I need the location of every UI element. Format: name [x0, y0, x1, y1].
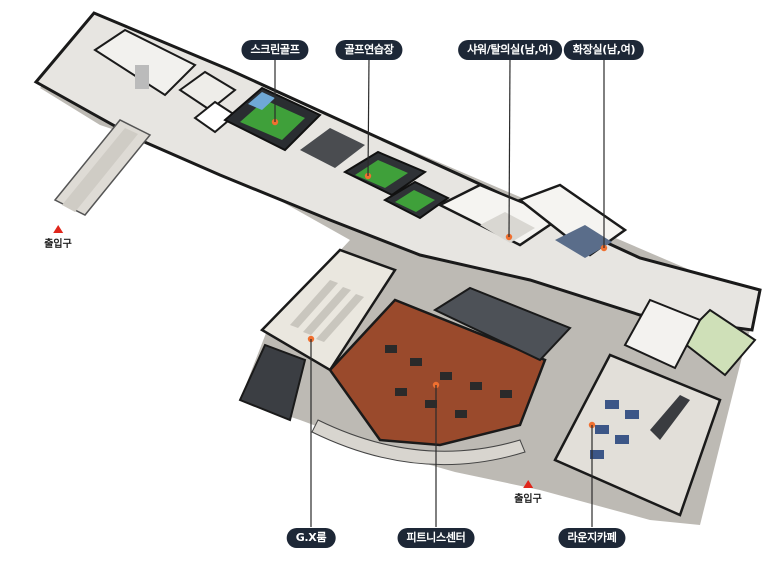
entrance-west: 출입구: [44, 225, 72, 250]
fitness-center-glass-front: [311, 419, 526, 466]
lounge-cafe-floor: [553, 353, 722, 517]
storage-box: [135, 65, 149, 89]
gx-room-annex: [238, 343, 307, 422]
label-golf-practice: 골프연습장: [335, 40, 403, 60]
leader-lines: [274, 57, 605, 527]
entrance-west-label: 출입구: [44, 239, 72, 250]
label-restroom: 화장실(남,여): [563, 40, 645, 60]
shower-room-inner: [480, 212, 535, 243]
fitness-center-floor: [328, 298, 547, 447]
weight-zone-floor: [432, 286, 572, 362]
cafe-counter: [650, 395, 690, 440]
entrance-arrow-icon: [52, 225, 63, 233]
label-fitness-center: 피트니스센터: [397, 528, 475, 548]
west-entrance-floor: [62, 128, 138, 212]
meeting-room: [623, 298, 702, 370]
leader-shower-room: [508, 57, 511, 238]
label-gx-room: G.X룸: [286, 528, 336, 548]
fitness-equipment: [385, 345, 512, 418]
cafe-tables: [590, 400, 639, 459]
golf-practice-turf-2: [395, 190, 435, 212]
label-screen-golf: 스크린골프: [241, 40, 309, 60]
restroom-stalls: [555, 225, 612, 258]
label-lounge-cafe: 라운지카페: [558, 528, 626, 548]
leader-golf-practice: [367, 57, 370, 177]
screen-golf-screen: [248, 92, 275, 110]
golf-lobby: [300, 128, 365, 168]
small-room-a: [178, 70, 237, 112]
screen-golf-turf: [240, 100, 305, 140]
label-shower-room: 샤워/탈의실(남,여): [458, 40, 562, 60]
entrance-south-label: 출입구: [514, 494, 542, 505]
entrance-arrow-icon: [522, 480, 533, 488]
gx-room-rows: [290, 280, 364, 342]
entrance-south: 출입구: [514, 480, 542, 505]
